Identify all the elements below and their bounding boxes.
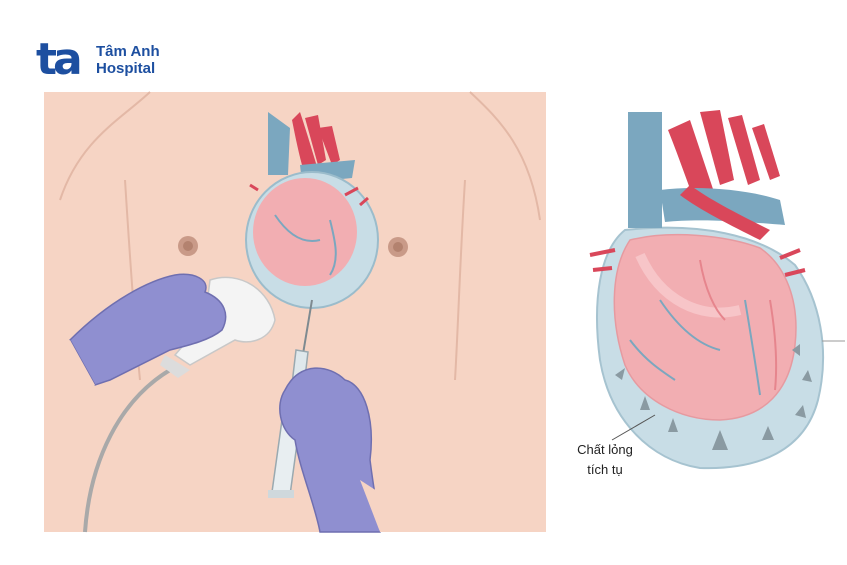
ultrasound-cable [83,368,172,533]
logo-mark: ta [36,34,83,85]
caption-line2: tích tụ [587,462,623,477]
logo-name-line1: Tâm Anh [96,43,160,60]
hospital-logo: ta Tâm Anh Hospital [36,34,176,85]
procedure-panel [44,91,546,533]
torso [44,92,546,532]
effusion-panel [589,110,845,470]
fluid-arrows [615,344,812,450]
logo-wordmark: Tâm Anh Hospital [96,43,160,78]
caption-line1: Chất lỏng [577,442,633,457]
fluid-caption: Chất lỏng tích tụ [560,440,650,480]
chest-heart [245,112,379,309]
logo-name-line2: Hospital [96,60,156,77]
vein-vessel [628,112,662,228]
glove-left-hand [69,273,227,386]
caption-pointer [611,414,656,441]
